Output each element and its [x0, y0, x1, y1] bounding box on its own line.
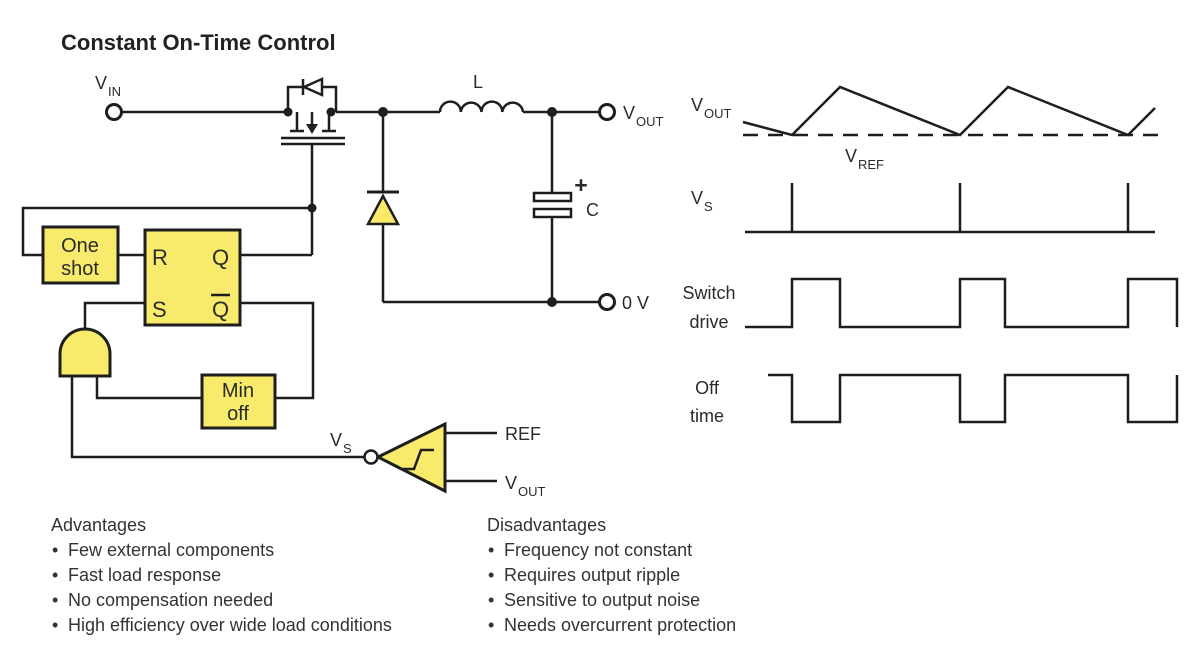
zero-volt-label: 0 V — [622, 293, 649, 313]
freewheel-diode-symbol — [365, 190, 401, 226]
advantage-item: High efficiency over wide load condition… — [51, 613, 481, 638]
vout-terminal: V OUT — [598, 103, 664, 129]
advantage-item: Few external components — [51, 538, 481, 563]
figure-title: Constant On-Time Control — [61, 30, 336, 55]
advantage-item: No compensation needed — [51, 588, 481, 613]
inversion-bubble-icon — [363, 449, 379, 465]
body-diode-icon — [300, 77, 324, 97]
junction-dot — [378, 107, 388, 117]
ff-q-label: Q — [212, 245, 229, 270]
vin-label-sub: IN — [108, 84, 121, 99]
one-shot-block: One shot — [41, 225, 120, 285]
comparator-vout-label-sub: OUT — [518, 484, 546, 499]
wire-s-input — [83, 301, 145, 330]
min-off-label-2: off — [227, 403, 249, 425]
advantages-title: Advantages — [51, 515, 147, 535]
mosfet-source-stub — [322, 112, 336, 133]
one-shot-label-2: shot — [61, 258, 99, 280]
waveform-panel: V OUT V REF V S Switch drive Off time — [682, 85, 1179, 426]
comparator-vs-label-sub: S — [343, 441, 352, 456]
vs-pulse-trace — [745, 183, 1155, 234]
wf-vout-label: V — [691, 95, 703, 115]
disadvantage-item: Requires output ripple — [487, 563, 917, 588]
vref-label-sub: REF — [858, 157, 884, 172]
zero-volt-terminal-circle — [598, 293, 616, 311]
output-capacitor-symbol: + C — [532, 172, 599, 220]
off-time-waveform: Off time — [690, 373, 1179, 426]
zero-volt-terminal: 0 V — [598, 293, 649, 313]
vs-waveform: V S — [691, 183, 1155, 234]
mosfet-drain-stub — [290, 112, 304, 133]
min-off-box — [200, 373, 277, 430]
diode-triangle — [365, 193, 401, 226]
off-time-label-1: Off — [695, 378, 720, 398]
ff-r-label: R — [152, 245, 168, 270]
wire-and-to-comparator — [70, 376, 364, 459]
vout-ripple-trace — [742, 85, 1156, 137]
circuit-wires — [21, 110, 600, 483]
switch-drive-waveform: Switch drive — [682, 277, 1179, 332]
wf-vout-label-sub: OUT — [704, 106, 732, 121]
advantages-items: Few external components Fast load respon… — [51, 538, 481, 638]
vout-waveform: V OUT V REF — [691, 85, 1162, 172]
inductor-label: L — [473, 72, 483, 92]
off-time-label-2: time — [690, 406, 724, 426]
cap-plate-bottom — [532, 207, 573, 219]
wire-and-to-min-off — [95, 376, 202, 400]
and-gate-symbol — [58, 327, 112, 378]
comparator-triangle — [374, 421, 447, 494]
vout-terminal-circle — [598, 103, 616, 121]
ff-qbar-label: Q — [212, 297, 229, 322]
disadvantage-item: Frequency not constant — [487, 538, 917, 563]
junction-dots — [283, 107, 557, 307]
junction-dot — [307, 203, 317, 213]
disadvantage-item: Sensitive to output noise — [487, 588, 917, 613]
cap-label: C — [586, 200, 599, 220]
sr-flipflop-block: R Q S Q — [143, 228, 242, 327]
one-shot-box — [41, 225, 120, 285]
and-gate-body — [58, 327, 112, 378]
junction-dot — [547, 297, 557, 307]
vin-terminal-circle — [105, 103, 123, 121]
min-off-block: Min off — [200, 373, 277, 430]
inductor-symbol: L — [438, 72, 525, 113]
wf-vs-label: V — [691, 188, 703, 208]
cap-plate-top — [532, 191, 573, 203]
min-off-label-1: Min — [222, 380, 254, 402]
advantage-item: Fast load response — [51, 563, 481, 588]
wf-vs-label-sub: S — [704, 199, 713, 214]
vout-label-sub: OUT — [636, 114, 664, 129]
switch-drive-trace — [745, 277, 1179, 329]
switch-drive-label-2: drive — [689, 312, 728, 332]
one-shot-label-1: One — [61, 235, 99, 257]
hysteresis-icon — [401, 448, 434, 471]
comparator-vout-label: V — [505, 473, 517, 493]
circuit-schematic: V IN L — [21, 72, 664, 499]
mosfet-switch-symbol — [281, 77, 345, 146]
vout-label: V — [623, 103, 635, 123]
comparator-ref-label: REF — [505, 424, 541, 444]
junction-dot — [547, 107, 557, 117]
mosfet-body-arrowhead — [306, 124, 318, 134]
ff-s-label: S — [152, 297, 167, 322]
disadvantages-list: Disadvantages Frequency not constant Req… — [487, 513, 917, 638]
disadvantages-title: Disadvantages — [487, 515, 607, 535]
advantages-list: Advantages Few external components Fast … — [51, 513, 481, 638]
switch-drive-label-1: Switch — [682, 283, 735, 303]
cap-plus-label: + — [574, 172, 587, 198]
vref-label: V — [845, 146, 857, 166]
comparator-vs-label: V — [330, 430, 342, 450]
flipflop-box — [143, 228, 242, 327]
disadvantages-items: Frequency not constant Requires output r… — [487, 538, 917, 638]
vin-label: V — [95, 73, 107, 93]
off-time-trace — [768, 373, 1179, 424]
vin-terminal: V IN — [95, 73, 123, 121]
wire-qbar-to-min-off — [240, 301, 315, 400]
wire-gate-to-one-shot — [21, 206, 312, 257]
disadvantage-item: Needs overcurrent protection — [487, 613, 917, 638]
comparator-symbol: V S REF V OUT — [330, 421, 546, 499]
